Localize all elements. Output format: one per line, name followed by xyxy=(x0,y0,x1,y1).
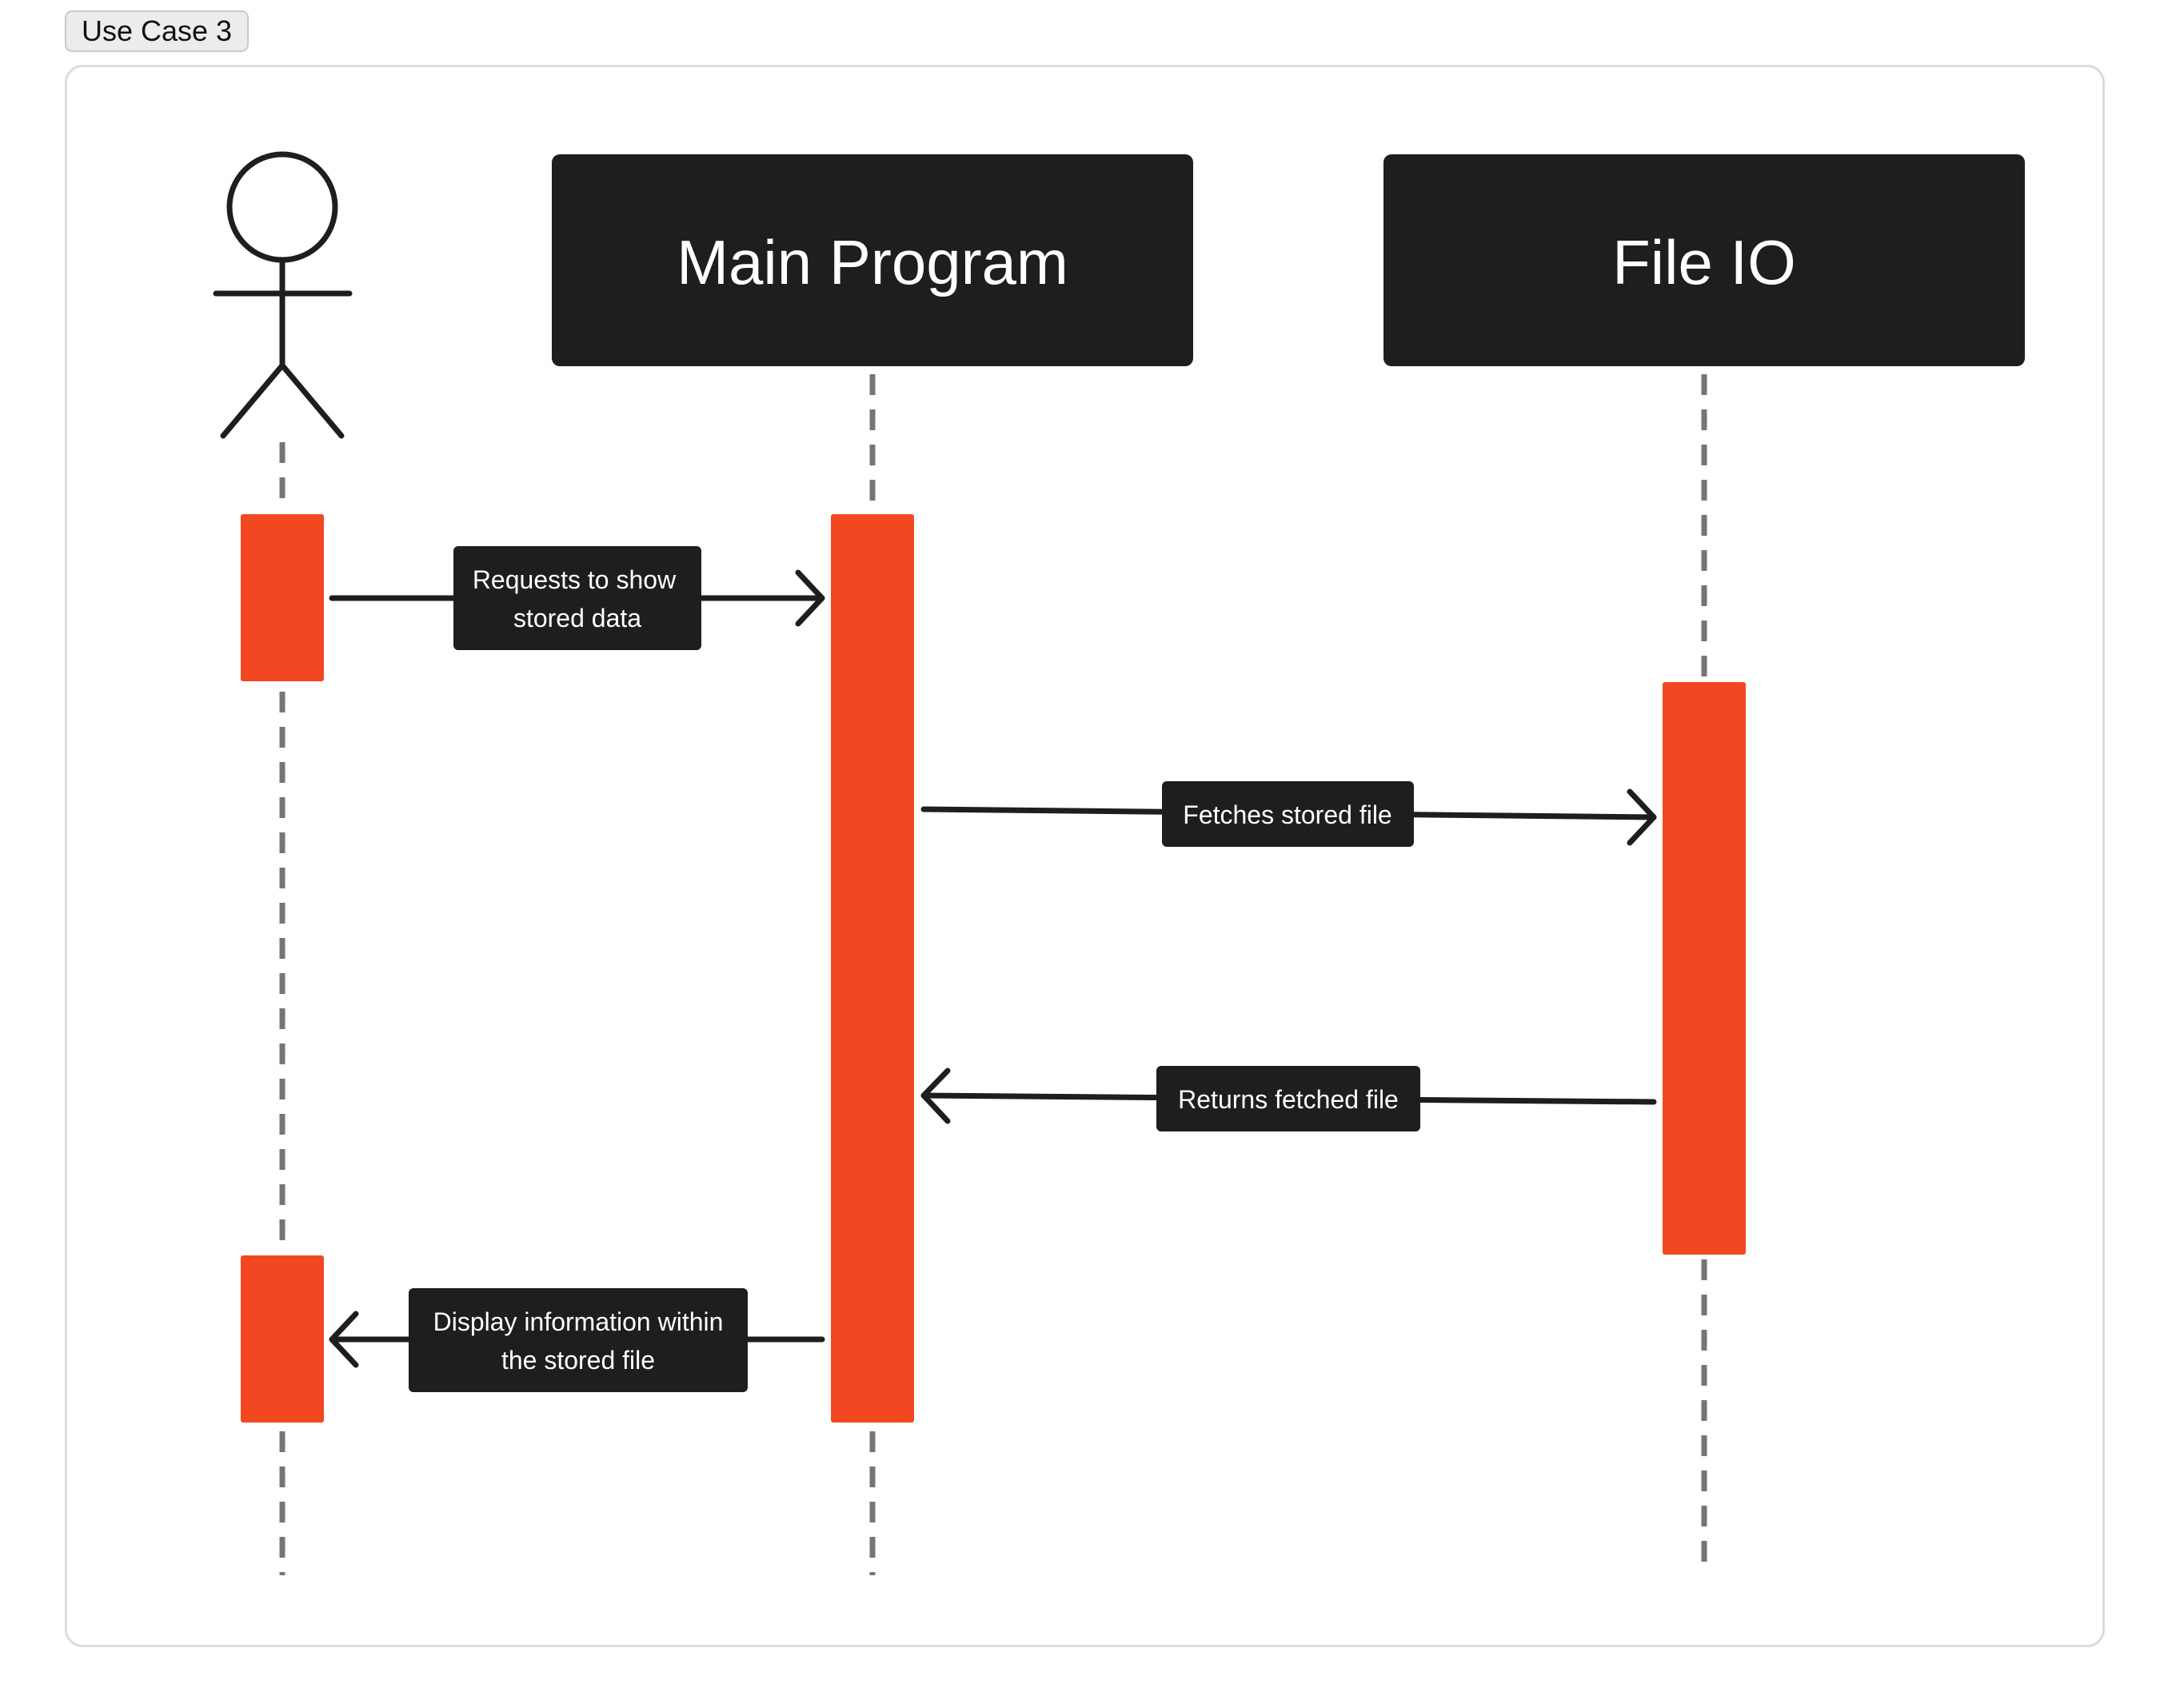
message-request-label-line2: stored data xyxy=(513,604,641,633)
message-display-label-line1: Display information within xyxy=(433,1307,724,1336)
actor-activation-display xyxy=(241,1255,324,1423)
message-fetch-label: Fetches stored file xyxy=(1162,781,1414,847)
message-display-label-line2: the stored file xyxy=(501,1346,655,1375)
message-return-label: Returns fetched file xyxy=(1156,1066,1420,1131)
use-case-tab[interactable]: Use Case 3 xyxy=(65,10,249,52)
participant-file-io: File IO xyxy=(1383,154,2025,366)
message-request-label: Requests to show stored data xyxy=(453,546,701,650)
message-fetch-label-text: Fetches stored file xyxy=(1183,800,1391,829)
message-display-label: Display information within the stored fi… xyxy=(409,1288,748,1392)
message-return-label-text: Returns fetched file xyxy=(1178,1085,1399,1114)
participant-file-io-label: File IO xyxy=(1612,227,1796,297)
participant-main-program-label: Main Program xyxy=(677,227,1068,297)
file-io-activation xyxy=(1663,682,1746,1255)
participant-main-program: Main Program xyxy=(552,154,1193,366)
actor-icon xyxy=(213,151,353,439)
message-request-label-line1: Requests to show xyxy=(473,565,677,594)
main-program-activation xyxy=(831,514,914,1423)
actor-activation-request xyxy=(241,514,324,681)
